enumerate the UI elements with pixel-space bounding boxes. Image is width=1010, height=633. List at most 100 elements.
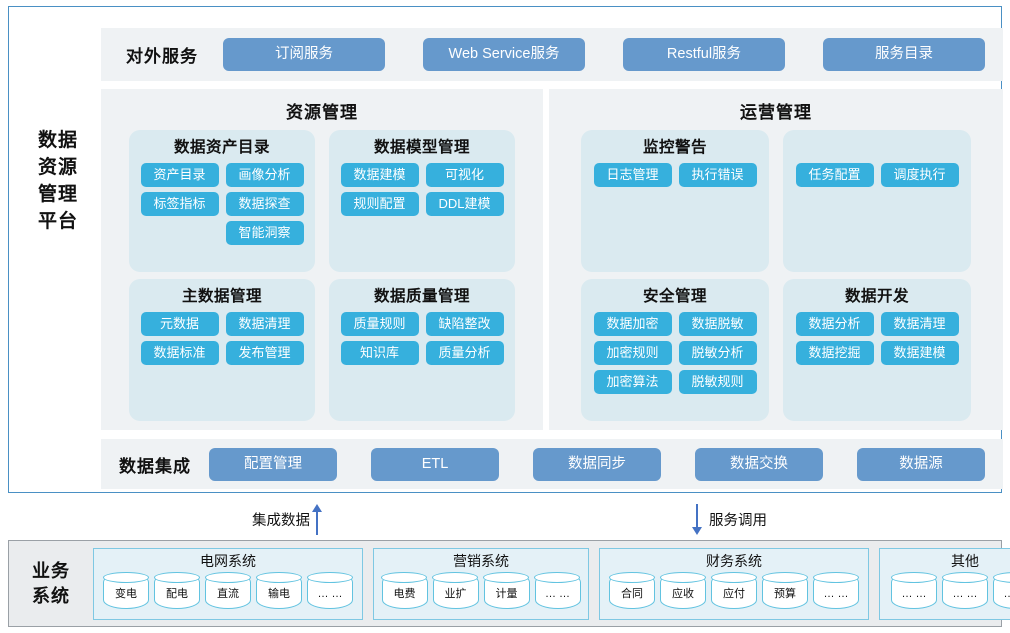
- cylinder-label: 直流: [217, 587, 239, 600]
- chip-encryption-rules[interactable]: 加密规则: [593, 341, 672, 365]
- database-icon[interactable]: 应收: [659, 572, 706, 609]
- cylinder-label: 输电: [268, 587, 290, 600]
- data-integration-title: 数据集成: [119, 456, 191, 476]
- database-icon[interactable]: 电费: [381, 572, 428, 609]
- database-icon[interactable]: … …: [941, 572, 988, 609]
- chip-visualization[interactable]: 可视化: [425, 163, 504, 187]
- business-group-title-marketing: 营销系统: [453, 552, 509, 569]
- database-icon[interactable]: 输电: [255, 572, 302, 609]
- database-icon[interactable]: 预算: [761, 572, 808, 609]
- chip-data-encryption[interactable]: 数据加密: [593, 312, 672, 336]
- card-task-scheduling: 任务配置 调度执行: [783, 130, 971, 272]
- business-group-title-finance: 财务系统: [706, 552, 762, 569]
- data-integration-strip: 数据集成 配置管理 ETL 数据同步 数据交换 数据源: [101, 439, 1003, 489]
- database-icon[interactable]: 变电: [102, 572, 149, 609]
- chip-metadata[interactable]: 元数据: [140, 312, 219, 336]
- card-title-data-quality-management: 数据质量管理: [373, 288, 470, 305]
- integration-button-etl[interactable]: ETL: [371, 447, 499, 481]
- cylinder-label: 合同: [621, 587, 643, 600]
- integration-button-config-management[interactable]: 配置管理: [209, 447, 337, 481]
- external-service-button-subscription[interactable]: 订阅服务: [223, 38, 385, 71]
- chip-quality-analysis[interactable]: 质量分析: [425, 341, 504, 365]
- chip-defect-rectification[interactable]: 缺陷整改: [425, 312, 504, 336]
- external-service-button-restful[interactable]: Restful服务: [623, 38, 785, 71]
- chip-data-exploration[interactable]: 数据探查: [225, 192, 304, 216]
- card-title-data-asset-catalog: 数据资产目录: [173, 139, 270, 156]
- chip-log-management[interactable]: 日志管理: [593, 163, 672, 187]
- chip-execution-error[interactable]: 执行错误: [678, 163, 757, 187]
- chip-data-cleaning[interactable]: 数据清理: [880, 312, 959, 336]
- chip-data-modeling-dev[interactable]: 数据建模: [880, 341, 959, 365]
- chip-masking-rules[interactable]: 脱敏规则: [678, 370, 757, 394]
- chip-tag-metrics[interactable]: 标签指标: [140, 192, 219, 216]
- chip-data-analysis[interactable]: 数据分析: [795, 312, 874, 336]
- integration-button-data-sync[interactable]: 数据同步: [533, 447, 661, 481]
- cylinder-label: … …: [317, 587, 343, 600]
- database-icon[interactable]: … …: [534, 572, 581, 609]
- cylinder-list-marketing: 电费 业扩 计量 … …: [374, 572, 588, 609]
- database-icon[interactable]: … …: [306, 572, 353, 609]
- card-master-data-management: 主数据管理 元数据 数据清理 数据标准 发布管理: [129, 279, 315, 421]
- cylinder-label: 应收: [672, 587, 694, 600]
- business-systems-groups: 电网系统 变电 配电 直流 输电 … … 营销系统 电费 业扩 计量 … …: [93, 547, 1010, 620]
- cylinder-label: 应付: [723, 587, 745, 600]
- chip-publish-management[interactable]: 发布管理: [225, 341, 304, 365]
- database-icon[interactable]: … …: [992, 572, 1010, 609]
- platform-title-line-3: 管理: [37, 184, 78, 205]
- database-icon[interactable]: 应付: [710, 572, 757, 609]
- cylinder-label: … …: [952, 587, 978, 600]
- chip-grid-monitoring-alert: 日志管理 执行错误: [581, 163, 769, 187]
- cylinder-label: … …: [544, 587, 571, 600]
- chip-ddl-modeling[interactable]: DDL建模: [425, 192, 504, 216]
- database-icon[interactable]: … …: [812, 572, 859, 609]
- integration-button-data-source[interactable]: 数据源: [857, 447, 985, 481]
- chip-grid-data-quality-management: 质量规则 缺陷整改 知识库 质量分析: [329, 312, 515, 365]
- chip-data-masking[interactable]: 数据脱敏: [678, 312, 757, 336]
- chip-grid-data-asset-catalog: 资产目录 画像分析 标签指标 数据探查 智能洞察: [129, 163, 315, 245]
- chip-encryption-algorithm[interactable]: 加密算法: [593, 370, 672, 394]
- card-security-management: 安全管理 数据加密 数据脱敏 加密规则 脱敏分析 加密算法 脱敏规则: [581, 279, 769, 421]
- chip-task-config[interactable]: 任务配置: [795, 163, 874, 187]
- external-service-button-catalog[interactable]: 服务目录: [823, 38, 985, 71]
- database-icon[interactable]: 直流: [204, 572, 251, 609]
- cylinder-label: 配电: [166, 587, 188, 600]
- chip-schedule-execution[interactable]: 调度执行: [880, 163, 959, 187]
- database-icon[interactable]: 计量: [483, 572, 530, 609]
- connector-service-call: 服务调用: [690, 502, 767, 536]
- chip-portrait-analysis[interactable]: 画像分析: [225, 163, 304, 187]
- external-service-button-webservice[interactable]: Web Service服务: [423, 38, 585, 71]
- chip-data-cleansing[interactable]: 数据清理: [225, 312, 304, 336]
- chip-spacer: [141, 221, 219, 245]
- card-title-monitoring-alert: 监控警告: [642, 139, 707, 156]
- database-icon[interactable]: 业扩: [432, 572, 479, 609]
- chip-masking-analysis[interactable]: 脱敏分析: [678, 341, 757, 365]
- chip-data-modeling[interactable]: 数据建模: [340, 163, 419, 187]
- panel-title-operation-management: 运营管理: [740, 103, 812, 122]
- external-services-strip: 对外服务 订阅服务 Web Service服务 Restful服务 服务目录: [101, 28, 1003, 81]
- platform-title-line-2: 资源: [37, 157, 78, 178]
- database-icon[interactable]: 配电: [153, 572, 200, 609]
- panel-resource-management: 资源管理 数据资产目录 资产目录 画像分析 标签指标 数据探查 智能洞察 数据模…: [101, 89, 543, 430]
- data-integration-buttons: 配置管理 ETL 数据同步 数据交换 数据源: [209, 447, 1003, 481]
- card-row-resource-top: 数据资产目录 资产目录 画像分析 标签指标 数据探查 智能洞察 数据模型管理 数…: [101, 130, 543, 272]
- chip-asset-catalog[interactable]: 资产目录: [140, 163, 219, 187]
- business-group-other: 其他 … … … … … …: [879, 547, 1010, 620]
- business-systems-title-line-1: 业务: [32, 560, 70, 581]
- cylinder-label: 预算: [774, 587, 796, 600]
- platform-title-line-1: 数据: [37, 130, 78, 151]
- panel-operation-management: 运营管理 监控警告 日志管理 执行错误 任务配置 调度执行: [549, 89, 1003, 430]
- card-title-data-model-management: 数据模型管理: [373, 139, 470, 156]
- integration-button-data-exchange[interactable]: 数据交换: [695, 447, 823, 481]
- database-icon[interactable]: 合同: [608, 572, 655, 609]
- chip-intelligent-insight[interactable]: 智能洞察: [225, 221, 304, 245]
- database-icon[interactable]: … …: [890, 572, 937, 609]
- chip-quality-rules[interactable]: 质量规则: [340, 312, 419, 336]
- platform-frame: 数据 资源 管理 平台 对外服务 订阅服务 Web Service服务 Rest…: [8, 6, 1003, 493]
- chip-rule-config[interactable]: 规则配置: [340, 192, 419, 216]
- card-data-asset-catalog: 数据资产目录 资产目录 画像分析 标签指标 数据探查 智能洞察: [129, 130, 315, 272]
- chip-data-mining[interactable]: 数据挖掘: [795, 341, 874, 365]
- arrow-up-icon: [310, 503, 323, 535]
- chip-knowledge-base[interactable]: 知识库: [340, 341, 419, 365]
- business-systems-frame: 业务 系统 电网系统 变电 配电 直流 输电 … … 营销系统 电费 业扩: [8, 540, 1010, 627]
- chip-data-standard[interactable]: 数据标准: [140, 341, 219, 365]
